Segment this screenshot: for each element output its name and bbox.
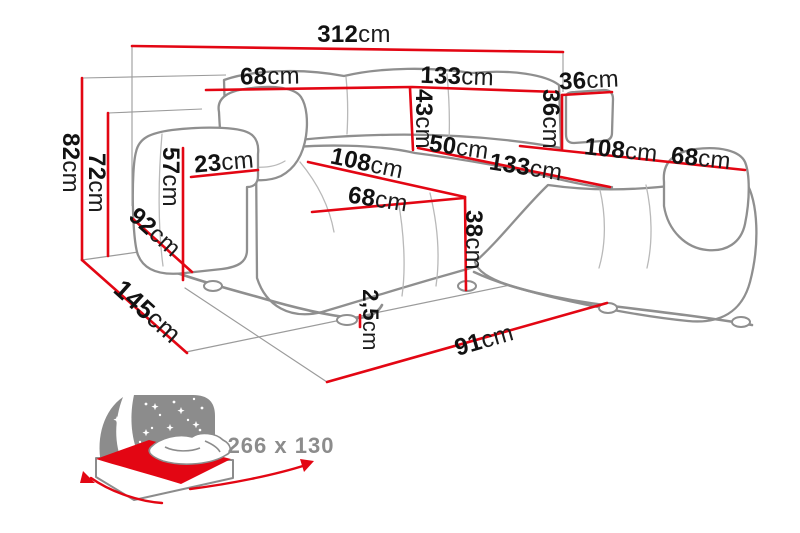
dim-line-left-chaise-length (306, 160, 467, 199)
dim-line-right-depth (325, 301, 609, 384)
sofa-left-bottom-edge (148, 261, 384, 320)
dim-line-left-depth (80, 258, 189, 355)
label-armrest-height: 57cm (157, 147, 184, 207)
dim-line-total-width (130, 44, 565, 54)
sofa-illustration (131, 67, 758, 328)
label-leg-height: 2,5cm (358, 289, 383, 350)
backrest-seams (345, 73, 451, 141)
dim-line-armrest-depth (131, 217, 194, 274)
sofa-right-armrest (662, 147, 750, 252)
unfold-arrows (80, 459, 314, 505)
dim-line-backrest-height (408, 86, 415, 152)
label-backrest-height: 43cm (410, 89, 437, 149)
left-armrest-seam (158, 133, 164, 267)
label-right-chaise-length: 108cm (583, 133, 659, 168)
label-corner-seat: 50cm (427, 130, 490, 165)
label-back-left: 68cm (240, 62, 300, 90)
right-chaise-seams (598, 184, 652, 269)
label-total-height: 82cm (57, 133, 84, 193)
bed-mattress (96, 440, 231, 484)
label-left-chaise-width: 68cm (346, 181, 409, 217)
bed-blanket (148, 432, 232, 465)
label-left-depth: 145cm (108, 273, 187, 349)
sleeping-size-label: 266 x 130 (228, 433, 335, 458)
label-armrest-top: 23cm (193, 146, 255, 178)
dim-line-right-chaise (518, 144, 747, 172)
left-chaise-seams (299, 161, 439, 297)
label-seat-height: 38cm (460, 210, 487, 270)
label-back-middle: 133cm (420, 62, 494, 92)
dim-line-corner-and-middle-seat (416, 146, 612, 189)
label-backrest-total-height: 72cm (83, 153, 110, 213)
dim-line-back-top (204, 85, 560, 94)
label-total-width: 312cm (317, 21, 391, 48)
dimension-extension-lines (81, 46, 564, 206)
label-right-depth: 91cm (452, 319, 517, 361)
sofa-left-armrest (131, 126, 260, 275)
sleeping-function-icon: 266 x 130 (80, 395, 335, 505)
dim-line-headrest-width (560, 90, 614, 97)
dimension-lines (80, 44, 747, 384)
dim-line-armrest-top (189, 168, 260, 179)
label-middle-seat: 133cm (487, 148, 564, 186)
label-right-armrest-width: 68cm (670, 142, 732, 175)
label-headrest-height: 36cm (537, 89, 564, 149)
label-headrest-width: 36cm (558, 65, 619, 95)
dim-line-left-chaise-width (310, 196, 466, 214)
sofa-headrest-pillow (564, 88, 615, 145)
dim-line-seat-height (463, 195, 468, 292)
